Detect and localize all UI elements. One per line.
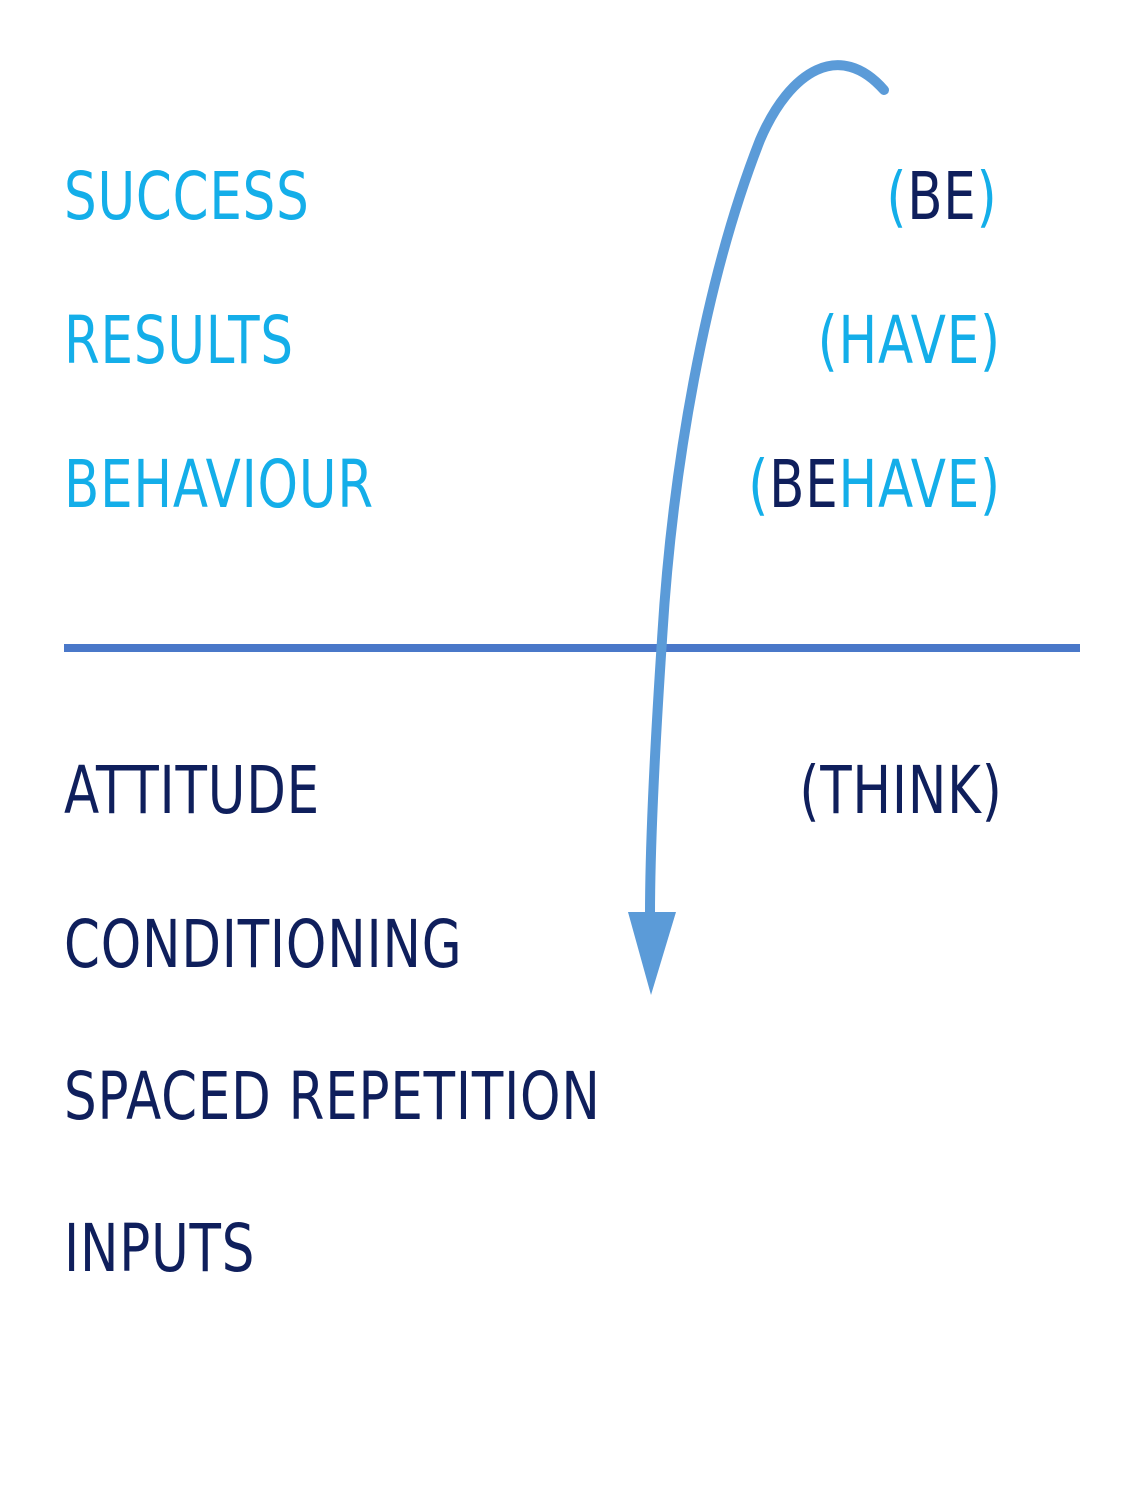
label-spaced-repetition: SPACED REPETITION [64,1058,601,1135]
label-inputs: INPUTS [64,1210,256,1287]
paren-have: (HAVE) [818,308,1001,374]
paren-be: (BE) [886,164,997,230]
paren-dark-part: BE [906,158,977,235]
label-attitude: ATTITUDE [64,752,320,829]
arrow-head [628,912,676,995]
paren-close: ) [980,446,1001,523]
paren-light-part: HAVE [838,302,981,379]
divider-line [64,644,1080,652]
label-conditioning: CONDITIONING [64,906,463,983]
paren-open: ( [748,446,770,523]
paren-light-part: HAVE [838,446,981,523]
paren-open: ( [885,158,907,235]
paren-close: ) [976,158,997,235]
label-results: RESULTS [64,302,294,379]
paren-think: (THINK) [799,752,1003,829]
label-behaviour: BEHAVIOUR [64,446,374,523]
paren-dark-part: BE [769,446,839,523]
label-success: SUCCESS [64,158,310,235]
paren-open: ( [817,302,839,379]
paren-behave: (BEHAVE) [748,452,1001,518]
paren-close: ) [980,302,1001,379]
